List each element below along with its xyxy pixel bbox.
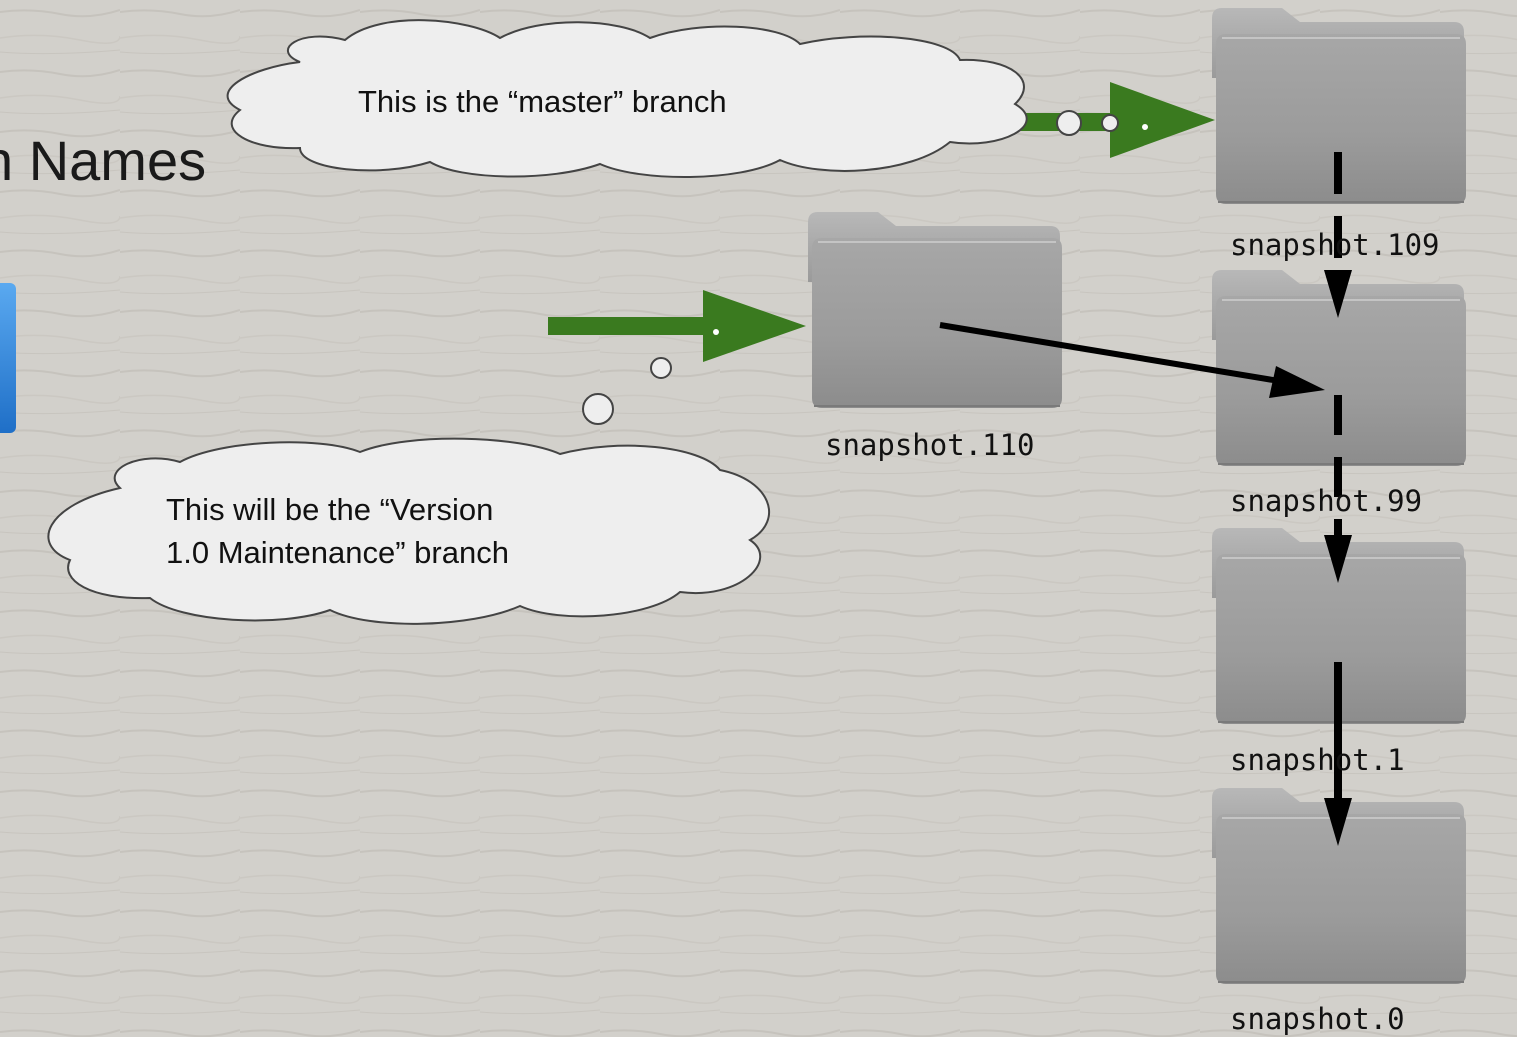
master-callout-cloud [226, 19, 1119, 178]
snapshot-label-0: snapshot.0 [1230, 1002, 1405, 1036]
folder-icon [808, 212, 1062, 408]
snapshot-label-110: snapshot.110 [825, 428, 1035, 462]
slide-title: n Names [0, 129, 207, 192]
snapshot-label-1: snapshot.1 [1230, 743, 1405, 777]
chain-arrowheads [1324, 270, 1352, 846]
callout-line: This is the “master” branch [358, 84, 727, 119]
arrowhead-down [1324, 798, 1352, 846]
maintenance-branch-arrow [548, 290, 806, 362]
link-110-99 [939, 322, 1325, 398]
callout-line: This will be the “Version [166, 492, 494, 527]
master-callout-text: This is the “master” branch [358, 80, 727, 123]
callout-line: 1.0 Maintenance” branch [166, 535, 509, 570]
maintenance-callout-text: This will be the “Version 1.0 Maintenanc… [166, 488, 509, 574]
arrowhead-down [1324, 535, 1352, 583]
blue-app-icon [0, 283, 16, 433]
arrowhead-down [1324, 270, 1352, 318]
snapshot-label-109: snapshot.109 [1230, 228, 1440, 262]
folder-icon [1212, 8, 1466, 204]
snapshot-label-99: snapshot.99 [1230, 484, 1423, 518]
maintenance-callout-cloud [47, 357, 770, 625]
